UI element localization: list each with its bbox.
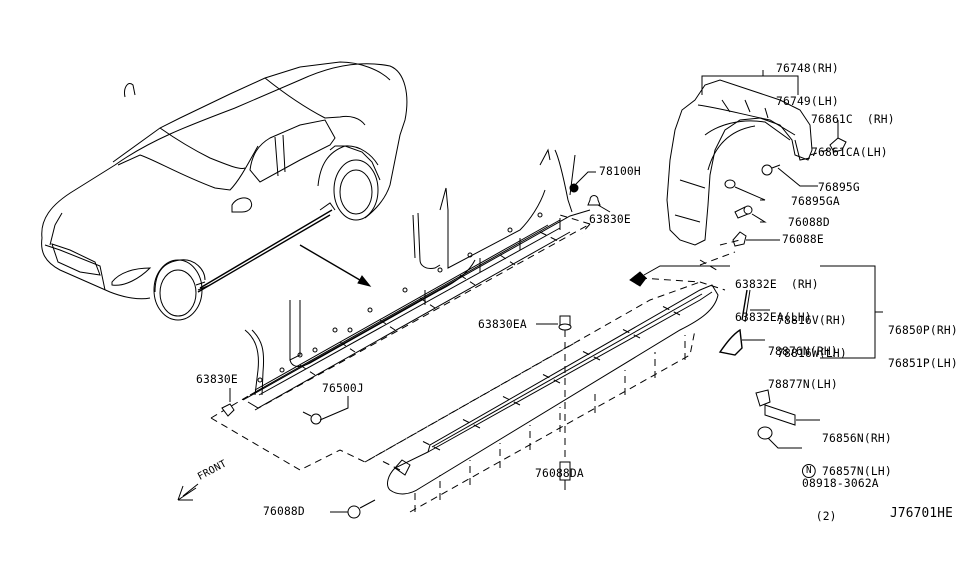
part-number-lh: 76749(LH)	[776, 94, 839, 108]
part-label-76088d-right[interactable]: 76088D	[788, 215, 830, 229]
part-number-lh: 76857N(LH)	[822, 464, 892, 478]
part-number-lh: 76851P(LH)	[888, 356, 958, 370]
part-label-76850p-sill-cover[interactable]: 76850P(RH) 76851P(LH)	[888, 303, 958, 380]
part-number-lh: 78816W(LH)	[777, 346, 847, 360]
quantity: (2)	[815, 509, 837, 523]
part-label-76088d-left[interactable]: 76088D	[263, 504, 305, 518]
part-label-76088da[interactable]: 76088DA	[535, 466, 584, 480]
part-label-78876[interactable]: 78876N(RH) 78877N(LH)	[768, 324, 838, 401]
sill-cover-drawing	[364, 259, 726, 513]
part-label-76500j[interactable]: 76500J	[322, 381, 364, 395]
part-number-rh: 76856N(RH)	[822, 431, 892, 445]
part-label-63830ea[interactable]: 63830EA	[478, 317, 527, 331]
part-number-rh: 76850P(RH)	[888, 323, 958, 337]
part-number-lh: 78877N(LH)	[768, 377, 838, 391]
part-label-78100h[interactable]: 78100H	[599, 164, 641, 178]
part-label-63832e[interactable]: 63832E (RH) 63832EA(LH)	[735, 257, 819, 334]
part-number-rh: 76748(RH)	[776, 61, 839, 75]
body-side-panel-drawing	[242, 148, 591, 409]
wheel-house-protector-drawing	[666, 79, 847, 266]
inner-sill-locator-outline	[210, 214, 591, 471]
part-label-63830e-left[interactable]: 63830E	[196, 372, 238, 386]
part-number-lh: 76861CA(LH)	[811, 145, 888, 159]
leader-lines	[229, 70, 883, 513]
part-label-76895g[interactable]: 76895G	[818, 180, 860, 194]
fastener-glyphs	[221, 183, 796, 519]
detail-arrow	[299, 244, 372, 287]
nut-standard-symbol-icon: N	[802, 464, 816, 478]
diagram-code: J76701HE	[890, 506, 953, 521]
front-direction-arrow	[177, 483, 199, 501]
part-label-76856n[interactable]: 76856N(RH) 76857N(LH)	[822, 411, 892, 488]
part-label-63830e-top[interactable]: 63830E	[589, 212, 631, 226]
part-label-protector-clip[interactable]: 76861C (RH) 76861CA(LH)	[811, 92, 895, 169]
part-label-76895ga[interactable]: 76895GA	[791, 194, 840, 208]
part-number-rh: 76861C (RH)	[811, 112, 895, 126]
part-number: 08918-3062A	[802, 476, 879, 490]
part-label-wheel-house-protector[interactable]: 76748(RH) 76749(LH)	[776, 41, 839, 118]
part-number-rh: 78816V(RH)	[777, 313, 847, 327]
vehicle-overview-drawing	[41, 61, 408, 321]
part-label-76088e[interactable]: 76088E	[782, 232, 824, 246]
part-number-lh: 63832EA(LH)	[735, 310, 812, 324]
part-number-rh: 63832E (RH)	[735, 277, 819, 291]
part-label-78816[interactable]: 78816V(RH) 78816W(LH)	[777, 293, 847, 370]
part-number-rh: 78876N(RH)	[768, 344, 838, 358]
